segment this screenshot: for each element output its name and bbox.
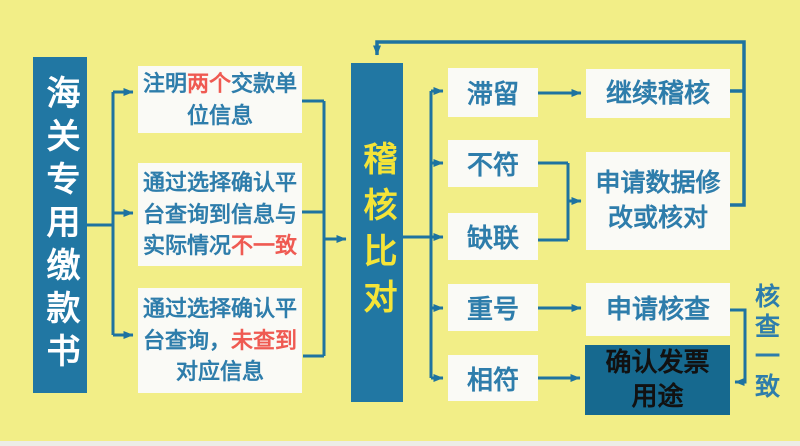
customs-payment-bar-label: 海关专用缴款书 <box>41 74 79 376</box>
action-box-apply-verification: 申请核查 <box>586 283 730 336</box>
verification-consistent-label: 核查一致 <box>751 283 780 403</box>
action-box-continue-audit-label: 继续稽核 <box>605 78 710 109</box>
action-box-continue-audit: 继续稽核 <box>586 69 730 118</box>
condition-box-info-not-found: 通过选择确认平台查询，未查到对应信息 <box>138 288 302 393</box>
condition-box-info-mismatch: 通过选择确认平台查询到信息与实际情况不一致 <box>138 163 302 266</box>
audit-compare-bar: 稽核比对 <box>351 63 403 402</box>
result-box-inconsistent-label: 不符 <box>466 150 519 180</box>
result-box-missing-copy: 缺联 <box>448 213 538 260</box>
action-box-confirm-invoice-usage-label: 确认发票用途 <box>605 348 710 411</box>
result-box-missing-copy-label: 缺联 <box>466 223 519 253</box>
result-box-detained: 滞留 <box>448 68 538 117</box>
customs-payment-bar: 海关专用缴款书 <box>33 57 87 393</box>
result-box-duplicate-number: 重号 <box>448 284 538 331</box>
result-box-matched-label: 相符 <box>466 364 519 395</box>
condition-box-info-not-found-text: 通过选择确认平台查询，未查到对应信息 <box>142 295 298 385</box>
result-box-inconsistent: 不符 <box>448 140 538 187</box>
result-box-detained-label: 滞留 <box>466 79 519 109</box>
action-box-apply-data-correction-label: 申请数据修改或核对 <box>595 169 721 232</box>
result-box-matched: 相符 <box>448 355 538 401</box>
condition-box-two-payers-text: 注明两个交款单位信息 <box>142 70 298 128</box>
action-box-confirm-invoice-usage: 确认发票用途 <box>585 345 730 415</box>
action-box-apply-data-correction: 申请数据修改或核对 <box>586 152 730 250</box>
result-box-duplicate-number-label: 重号 <box>466 294 519 324</box>
condition-box-two-payers: 注明两个交款单位信息 <box>138 66 302 133</box>
audit-compare-bar-label: 稽核比对 <box>358 140 396 325</box>
action-box-apply-verification-label: 申请核查 <box>605 294 710 325</box>
condition-box-info-mismatch-text: 通过选择确认平台查询到信息与实际情况不一致 <box>142 169 298 259</box>
verification-consistent-label-wrap: 核查一致 <box>750 281 780 405</box>
bottom-strip <box>0 441 800 446</box>
